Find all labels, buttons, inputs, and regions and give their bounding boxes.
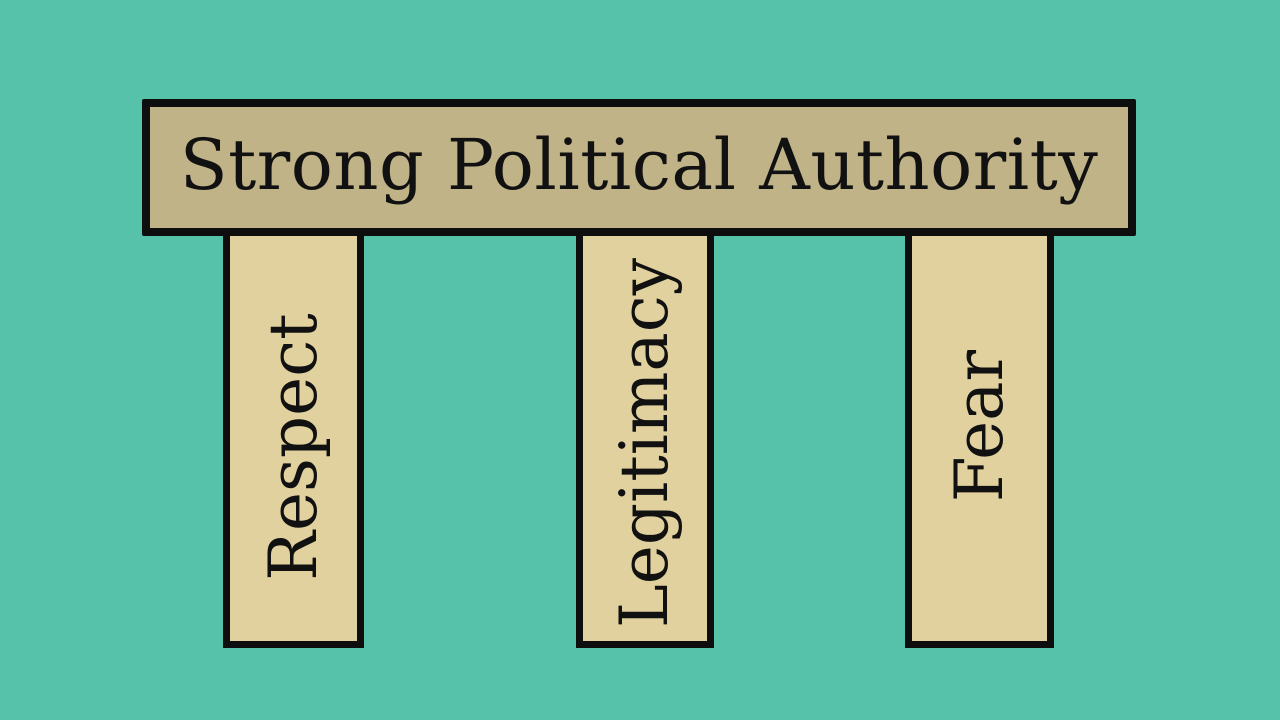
beam-title: Strong Political Authority — [179, 123, 1099, 206]
pillar-label-fear: Fear — [940, 350, 1018, 503]
pillar-label-respect: Respect — [254, 313, 332, 581]
authority-beam: Strong Political Authority — [142, 99, 1136, 236]
pillar-label-legitimacy: Legitimacy — [606, 257, 683, 628]
pillar-legitimacy: Legitimacy — [576, 228, 714, 648]
pillar-respect: Respect — [223, 228, 364, 648]
pillar-fear: Fear — [905, 228, 1054, 648]
